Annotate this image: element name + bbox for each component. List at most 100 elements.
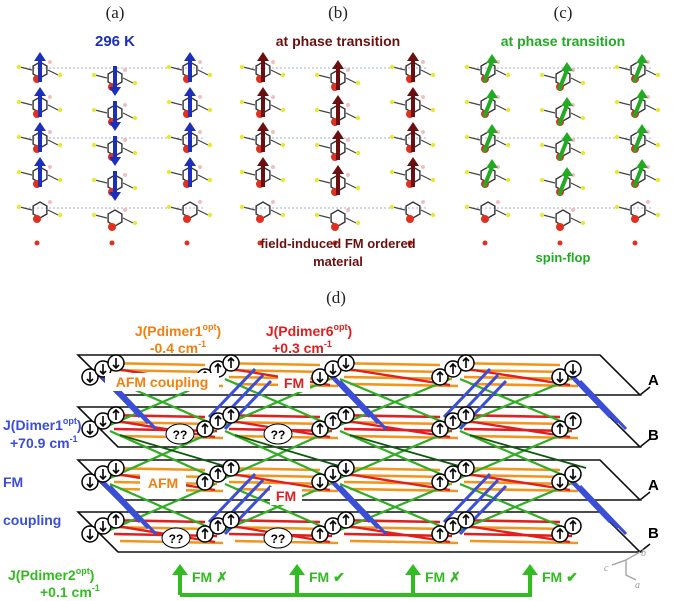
spin-site-down <box>337 354 355 372</box>
spin-site-up <box>564 412 582 430</box>
spin-site-up <box>431 525 449 543</box>
pdimer2-label: J(Pdimer2opt) +0.1 cm-1 <box>8 566 100 600</box>
coupling-bond <box>570 373 620 425</box>
spin-site-up <box>551 420 569 438</box>
spin-site-down <box>311 368 329 386</box>
pdimer1-label: J(Pdimer1opt) -0.4 cm-1 <box>135 322 221 356</box>
coupling-bond <box>453 417 571 439</box>
spin-site-up <box>551 525 569 543</box>
spin-site-up <box>457 511 475 529</box>
pdimer6-label: J(Pdimer6opt) +0.3 cm-1 <box>266 322 352 356</box>
spin-site-down <box>551 368 569 386</box>
spin-site-down <box>107 354 125 372</box>
spin-arrow <box>632 159 648 188</box>
axis-indicator <box>611 551 641 581</box>
spin-site-up <box>431 420 449 438</box>
spin-site-up <box>196 473 214 491</box>
spin-arrow <box>109 101 121 131</box>
spin-arrow <box>34 87 46 117</box>
spin-site-up <box>196 420 214 438</box>
fm-tag-bottom: FM <box>276 488 296 504</box>
spin-arrow <box>407 122 419 152</box>
coupling-bond <box>570 478 620 530</box>
spin-arrow <box>482 159 498 188</box>
coupling-bond <box>339 377 451 427</box>
coupling-bond <box>330 478 380 530</box>
panel-b-caption-line2: material <box>313 254 363 269</box>
coupling-bond <box>459 377 571 427</box>
afm-coupling-box <box>105 373 219 391</box>
panel-c-caption: spin-flop <box>536 250 591 265</box>
fm-tag-box-bottom <box>270 487 302 505</box>
spin-site-down <box>107 459 125 477</box>
qq-bubble-4: ?? <box>263 527 293 549</box>
coupling-bond <box>339 429 451 480</box>
panel-label-d: (d) <box>326 288 346 307</box>
panel-b-caption-line1: field-induced FM ordered <box>260 236 415 251</box>
panel-a-crystal <box>16 52 213 246</box>
spin-site-up <box>564 517 582 535</box>
axis-label-b: b <box>641 548 646 559</box>
bottom-label-4: FM ✔ <box>542 569 578 585</box>
molecule <box>614 200 661 223</box>
spin-arrow <box>407 157 419 187</box>
bottom-label-3: FM ✗ <box>425 569 461 585</box>
spin-site-up <box>431 473 449 491</box>
afm-coupling-label: AFM coupling <box>116 374 209 390</box>
spin-site-down <box>81 473 99 491</box>
molecule <box>239 200 286 223</box>
coupling-bond <box>333 522 451 544</box>
coupling-bond <box>333 470 451 492</box>
spin-site-down <box>324 465 342 483</box>
molecule <box>91 208 138 231</box>
panel-c-crystal <box>464 54 661 246</box>
spin-site-down <box>551 473 569 491</box>
spin-site-up <box>311 420 329 438</box>
coupling-bond <box>109 482 216 532</box>
coupling-bond <box>338 484 388 536</box>
coupling-bond <box>103 522 216 544</box>
coupling-bond <box>100 478 150 530</box>
spin-site-up <box>222 406 240 424</box>
panel-b-title: at phase transition <box>276 33 400 49</box>
svg-text:-0.4 cm-1: -0.4 cm-1 <box>150 339 206 356</box>
lattice-diagram <box>76 354 651 553</box>
coupling-bond <box>224 377 331 427</box>
svg-text:J(Dimer1opt): J(Dimer1opt) <box>3 416 82 433</box>
spin-arrow <box>482 54 498 83</box>
spin-arrow <box>407 52 419 82</box>
molecule <box>166 200 213 223</box>
molecule <box>389 200 436 223</box>
spin-arrow <box>34 157 46 187</box>
spin-arrow <box>184 122 196 152</box>
layer-label-b-1: B <box>648 427 659 444</box>
spin-site-up <box>222 459 240 477</box>
coupling-bond <box>453 522 571 544</box>
coupling-bond <box>103 417 216 439</box>
spin-site-down <box>564 465 582 483</box>
spin-arrow <box>184 157 196 187</box>
spin-site-up <box>337 406 355 424</box>
coupling-bond <box>469 434 587 469</box>
axis-label-a: a <box>635 580 640 591</box>
spin-arrow <box>407 87 419 117</box>
spin-arrow <box>109 136 121 166</box>
molecule <box>16 200 63 223</box>
spin-site-up <box>457 354 475 372</box>
panel-a-title: 296 K <box>95 33 135 50</box>
coupling-bond <box>207 367 257 419</box>
spin-arrow <box>332 130 344 160</box>
spin-arrow <box>257 87 269 117</box>
spin-site-up <box>107 511 125 529</box>
layer-label-a-1: A <box>648 372 659 389</box>
spin-site-down <box>94 412 112 430</box>
spin-arrow <box>257 52 269 82</box>
spin-arrow <box>557 97 573 126</box>
layer-label-a-2: A <box>648 477 659 494</box>
molecule <box>314 208 361 231</box>
coupling-bond <box>108 484 158 536</box>
spin-arrow <box>482 89 498 118</box>
spin-arrow <box>109 66 121 96</box>
spin-site-up <box>457 406 475 424</box>
